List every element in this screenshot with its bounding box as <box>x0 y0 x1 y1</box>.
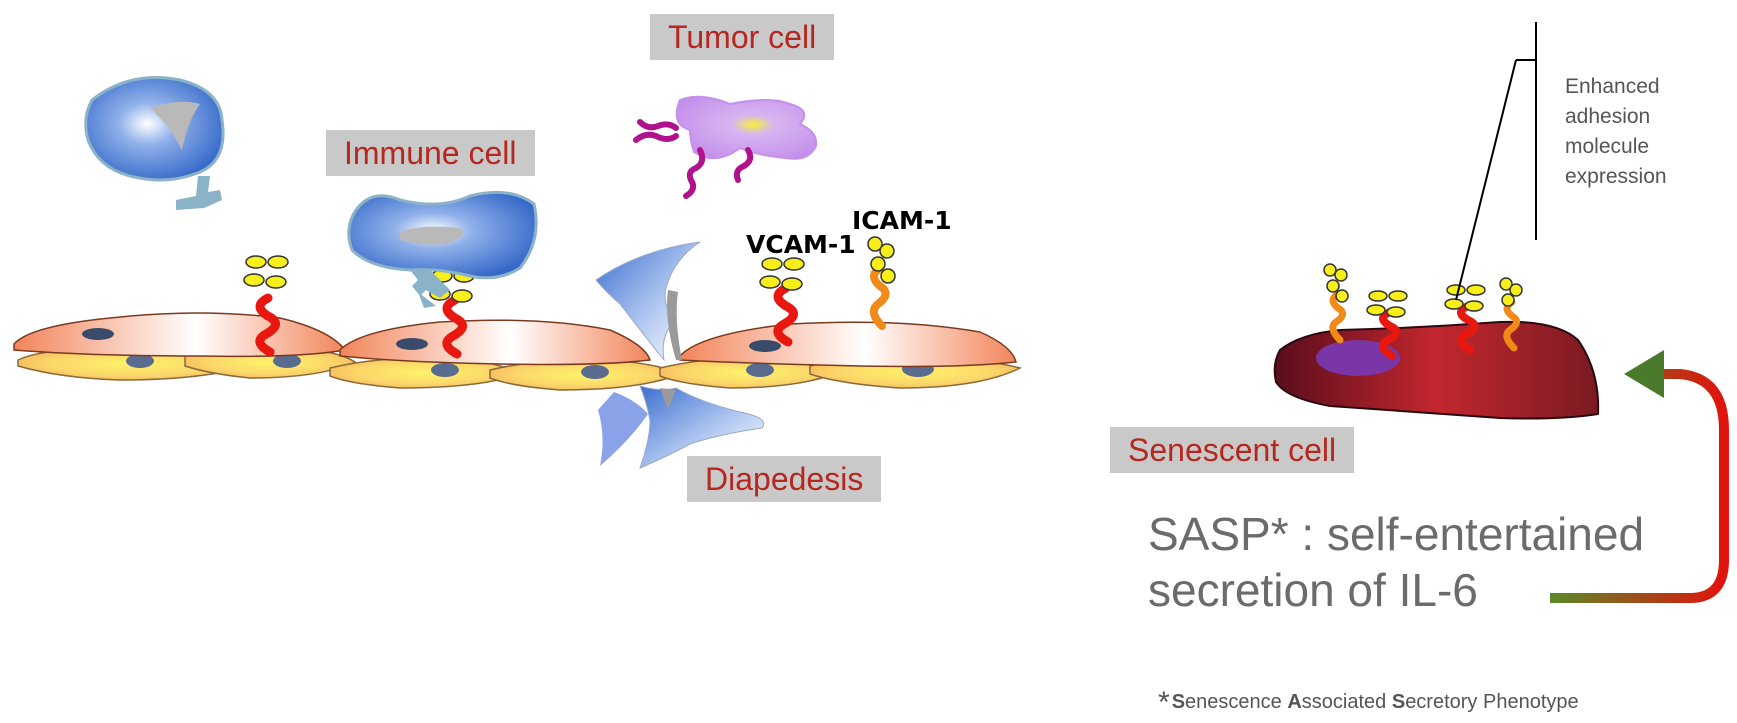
vcam-receptor-sen-2 <box>1444 284 1486 354</box>
immune-cell-bound <box>347 190 538 308</box>
senescent-cell <box>1273 320 1600 420</box>
sasp-line: SASP* : self-entertained <box>1148 508 1645 560</box>
icam-receptor-sen-2 <box>1499 277 1523 352</box>
callout-bracket <box>1455 22 1537 301</box>
adhesion-note: Enhanced adhesion molecule expression <box>1565 72 1667 192</box>
endothelial-cell-upper-1 <box>13 312 347 358</box>
icam-receptor-1 <box>867 236 896 330</box>
icam-receptor-sen-1 <box>1323 263 1349 344</box>
icam-label: ICAM-1 <box>852 206 952 235</box>
adhesion-note-line: adhesion <box>1565 105 1651 128</box>
vcam-receptor-1 <box>243 255 289 357</box>
endothelial-cell-lower-3 <box>329 356 522 389</box>
tumor-cell <box>633 95 818 199</box>
adhesion-note-line: expression <box>1565 165 1667 188</box>
footnote-text: ecretory Phenotype <box>1405 691 1579 713</box>
footnote: *Senescence Associated Secretory Phenoty… <box>1158 686 1579 720</box>
diapedesis-cell <box>595 241 765 469</box>
sasp-text: SASP* : self-entertained secretion of IL… <box>1148 506 1644 618</box>
endothelial-cell-upper-3 <box>679 321 1017 368</box>
diapedesis-label: Diapedesis <box>687 456 882 502</box>
senescent-cell-label: Senescent cell <box>1110 427 1355 473</box>
feedback-arrow <box>1550 350 1729 603</box>
senescent-nucleus <box>1316 340 1400 376</box>
vcam-label: VCAM-1 <box>746 230 856 259</box>
arrow-head <box>1624 350 1664 398</box>
adhesion-note-line: Enhanced <box>1565 75 1660 98</box>
endothelial-cell-upper-2 <box>339 319 652 366</box>
footnote-letter: S <box>1171 691 1186 713</box>
footnote-asterisk: * <box>1158 686 1170 719</box>
adhesion-note-line: molecule <box>1565 135 1650 158</box>
sasp-line: secretion of IL-6 <box>1148 564 1478 616</box>
immune-cell-free <box>84 76 225 210</box>
footnote-text: enescence <box>1185 691 1288 713</box>
vcam-receptor-sen-1 <box>1366 290 1408 360</box>
footnote-letter: S <box>1391 691 1406 713</box>
footnote-text: ssociated <box>1301 691 1392 713</box>
footnote-letter: A <box>1287 691 1302 713</box>
endothelium <box>13 312 1023 391</box>
vcam-receptor-3 <box>759 257 805 347</box>
tumor-cell-label: Tumor cell <box>650 14 835 60</box>
immune-cell-label: Immune cell <box>326 130 535 176</box>
